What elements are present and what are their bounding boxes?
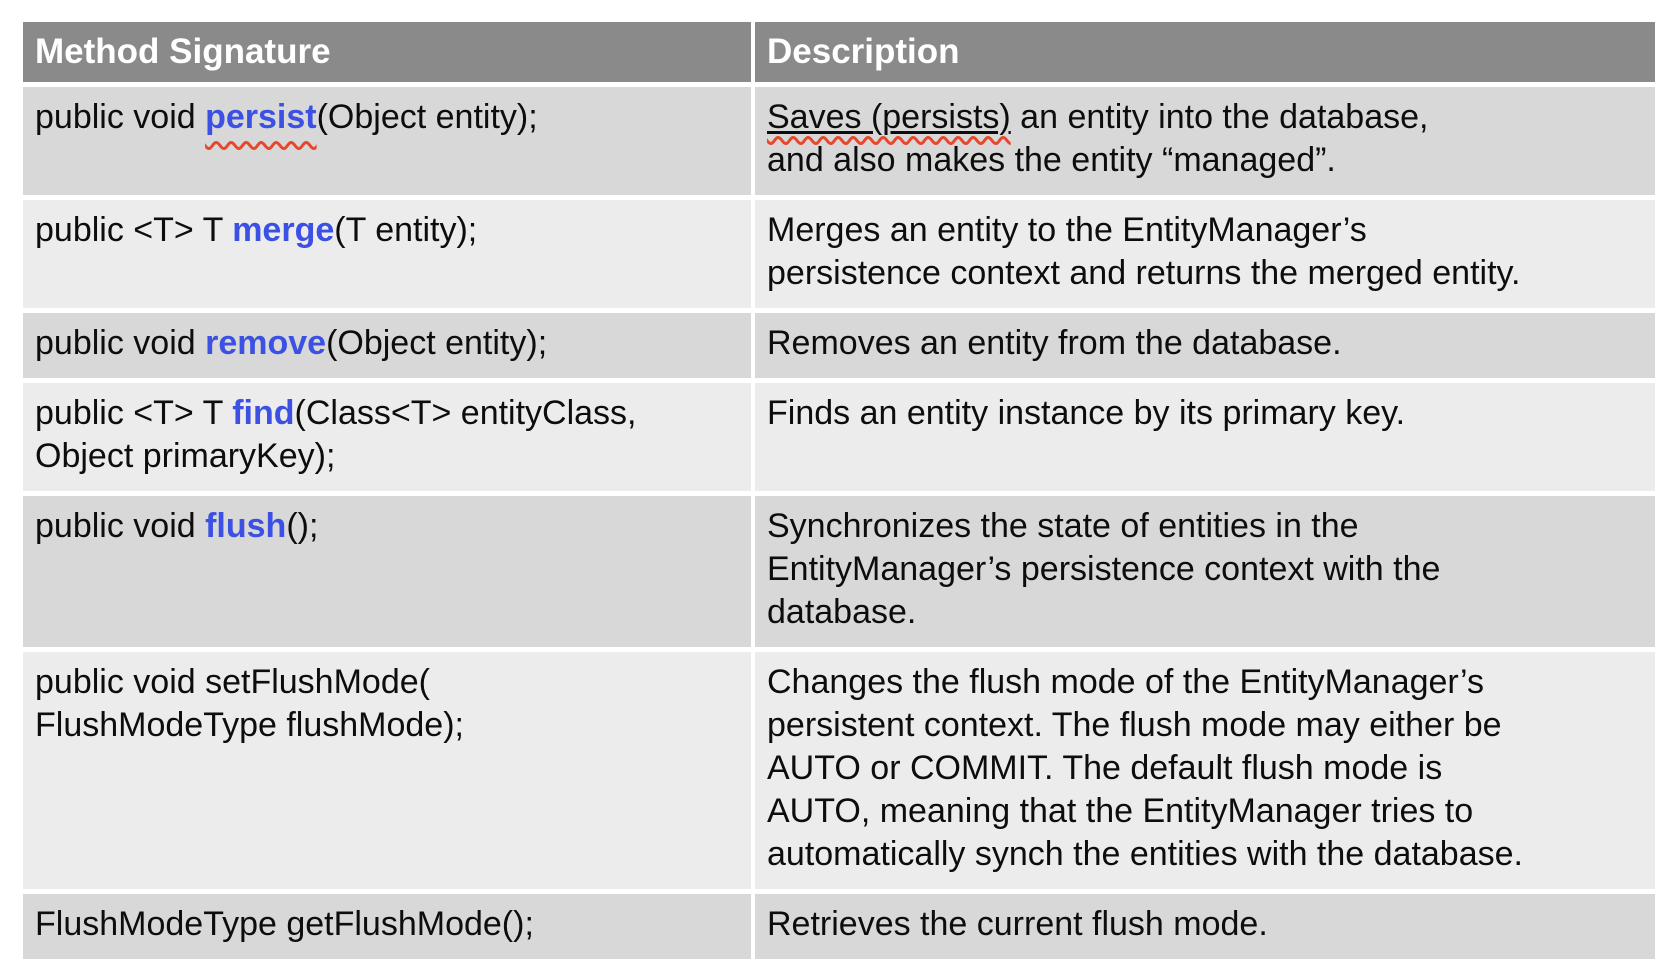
keyword-text: remove — [205, 324, 327, 362]
keyword-text: flush — [205, 507, 287, 545]
signature-cell: public void persist(Object entity); — [23, 87, 751, 195]
signature-cell: FlushModeType getFlushMode(); — [23, 894, 751, 959]
description-cell: Changes the flush mode of the EntityMana… — [755, 652, 1655, 889]
description-cell: Synchronizes the state of entities in th… — [755, 496, 1655, 647]
description-cell: Finds an entity instance by its primary … — [755, 383, 1655, 491]
signature-cell: public void setFlushMode( FlushModeType … — [23, 652, 751, 889]
table-row: public <T> T find(Class<T> entityClass, … — [23, 383, 1655, 491]
method-table-body: public void persist(Object entity);Saves… — [23, 87, 1655, 959]
spellcheck-squiggle: Saves (persists) — [767, 98, 1011, 136]
table-row: public void persist(Object entity);Saves… — [23, 87, 1655, 195]
signature-cell: public <T> T merge(T entity); — [23, 200, 751, 308]
signature-cell: public void remove(Object entity); — [23, 313, 751, 378]
signature-cell: public void flush(); — [23, 496, 751, 647]
table-row: public <T> T merge(T entity);Merges an e… — [23, 200, 1655, 308]
table-row: public void flush();Synchronizes the sta… — [23, 496, 1655, 647]
description-cell: Merges an entity to the EntityManager’s … — [755, 200, 1655, 308]
header-row: Method Signature Description — [23, 22, 1655, 82]
table-header: Method Signature Description — [23, 22, 1655, 82]
header-method-signature: Method Signature — [23, 22, 751, 82]
underlined-text: Saves (persists) — [767, 98, 1011, 136]
description-cell: Retrieves the current flush mode. — [755, 894, 1655, 959]
keyword-text: find — [232, 394, 295, 432]
entitymanager-methods-table: Method Signature Description public void… — [19, 17, 1659, 964]
table-row: public void remove(Object entity);Remove… — [23, 313, 1655, 378]
table-row: FlushModeType getFlushMode();Retrieves t… — [23, 894, 1655, 959]
keyword-text: persist — [205, 98, 317, 136]
keyword-text: merge — [232, 211, 335, 249]
description-cell: Saves (persists) an entity into the data… — [755, 87, 1655, 195]
spellcheck-squiggle: persist — [205, 98, 317, 136]
description-cell: Removes an entity from the database. — [755, 313, 1655, 378]
table-row: public void setFlushMode( FlushModeType … — [23, 652, 1655, 889]
header-description: Description — [755, 22, 1655, 82]
signature-cell: public <T> T find(Class<T> entityClass, … — [23, 383, 751, 491]
